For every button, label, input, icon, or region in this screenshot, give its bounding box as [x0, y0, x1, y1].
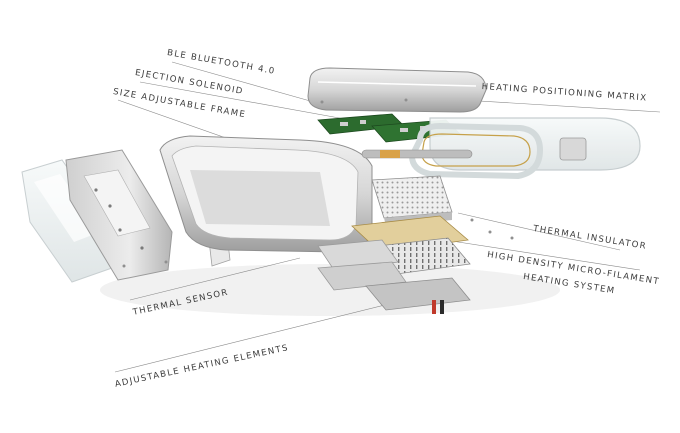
top-lid	[307, 67, 487, 113]
screws	[122, 98, 514, 268]
ejection-solenoid	[361, 149, 473, 159]
adjustable-heating-elements	[317, 239, 471, 314]
frame-side-plate	[65, 149, 173, 281]
main-frame-shell	[159, 135, 373, 253]
heating-positioning-matrix	[408, 117, 641, 180]
